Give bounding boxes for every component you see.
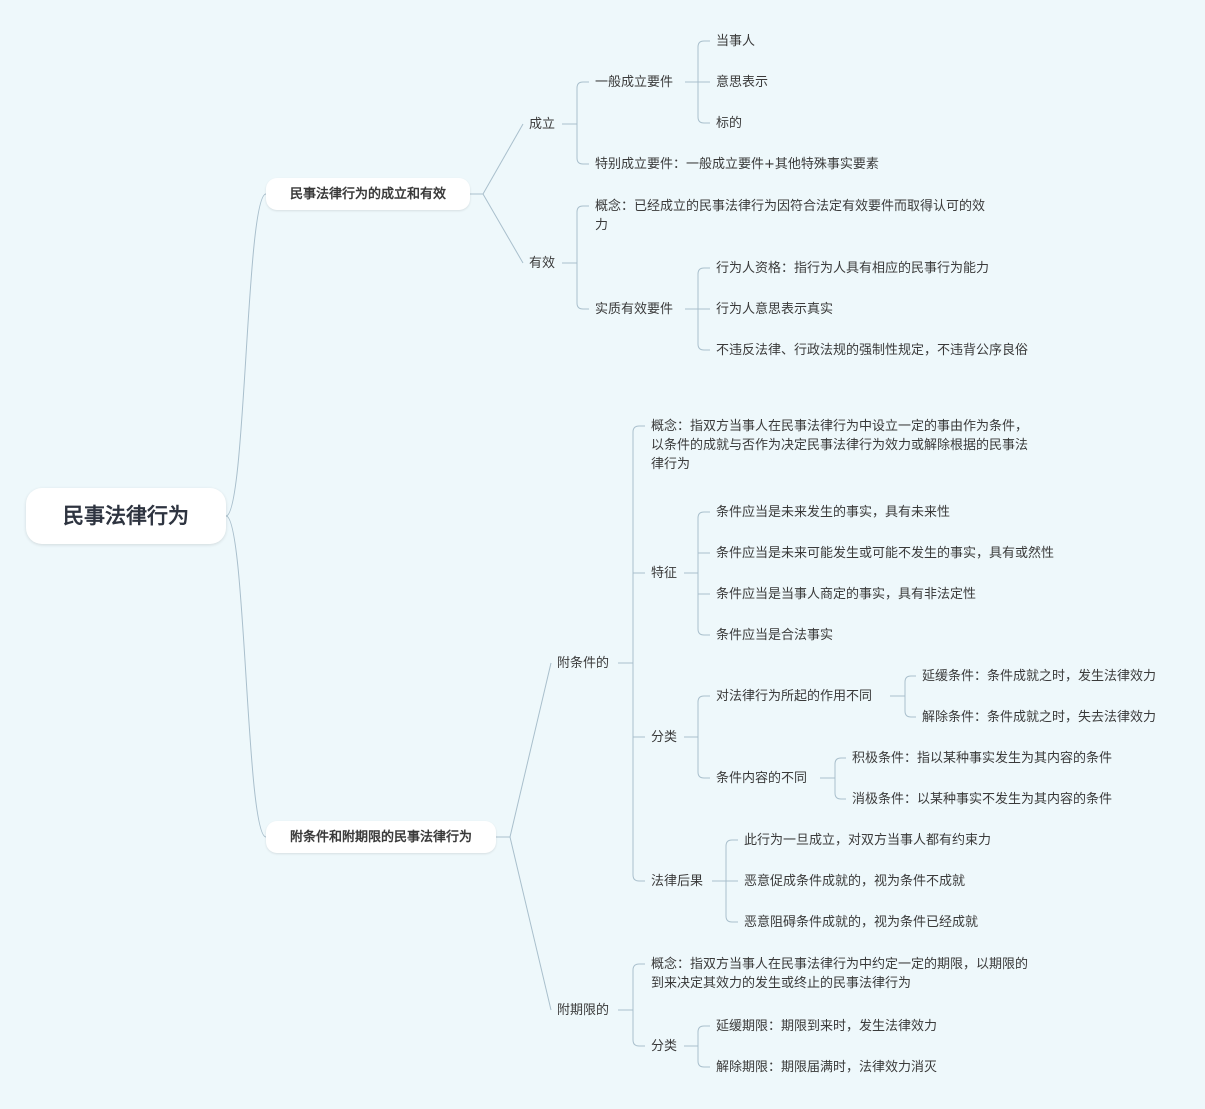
connector-17 [697,309,710,351]
leaf-special-requirements[interactable]: 特别成立要件：一般成立要件+其他特殊事实要素 [595,157,879,172]
connector-4 [482,193,524,264]
node-validity[interactable]: 有效 [529,256,556,271]
leaf-legality[interactable]: 不违反法律、行政法规的强制性规定，不违背公序良俗 [716,343,1029,358]
branch-conditional-term[interactable]: 附条件和附期限的民事法律行为 [266,821,496,853]
leaf-malicious-promote[interactable]: 恶意促成条件成就的，视为条件不成就 [744,874,966,889]
connector-34 [697,737,710,779]
leaf-party[interactable]: 当事人 [716,34,756,49]
leaf-feature-uncertain[interactable]: 条件应当是未来可能发生或可能不发生的事实，具有或然性 [716,546,1055,561]
connector-43 [725,881,738,923]
node-general-requirements[interactable]: 一般成立要件 [595,75,674,90]
leaf-true-intent[interactable]: 行为人意思表示真实 [716,302,834,317]
connector-13 [576,205,589,263]
connector-20 [509,662,552,838]
leaf-binding[interactable]: 此行为一旦成立，对双方当事人都有约束力 [744,833,992,848]
connector-6 [576,81,589,124]
leaf-feature-lawful[interactable]: 条件应当是合法事实 [716,628,834,643]
leaf-capacity[interactable]: 行为人资格：指行为人具有相应的民事行为能力 [716,261,990,276]
leaf-suspensive-term[interactable]: 延缓期限：期限到来时，发生法律效力 [716,1019,938,1034]
connector-23 [632,425,645,663]
connector-24 [632,663,645,882]
connector-28 [697,511,710,573]
leaf-feature-agreed[interactable]: 条件应当是当事人商定的事实，具有非法定性 [716,587,977,602]
connector-7 [576,124,589,165]
node-formation[interactable]: 成立 [529,117,556,132]
root-node[interactable]: 民事法律行为 [26,488,226,544]
leaf-negative-condition[interactable]: 消极条件：以某种事实不发生为其内容的条件 [852,792,1113,807]
connector-10 [697,82,710,124]
leaf-conditional-concept[interactable]: 概念：指双方当事人在民事法律行为中设立一定的事由作为条件，以条件的成就与否作为决… [651,419,1029,472]
leaf-term-concept[interactable]: 概念：指双方当事人在民事法律行为中约定一定的期限，以期限的到来决定其效力的发生或… [651,957,1029,991]
leaf-positive-condition[interactable]: 积极条件：指以某种事实发生为其内容的条件 [852,751,1113,766]
connector-46 [632,963,645,1010]
connector-33 [697,695,710,737]
connector-3 [482,123,524,195]
connector-9 [697,40,710,82]
leaf-validity-concept[interactable]: 概念：已经成立的民事法律行为因符合法定有效要件而取得认可的效力 [595,199,986,233]
node-by-effect[interactable]: 对法律行为所起的作用不同 [716,689,873,704]
connector-40 [834,778,846,800]
leaf-resolutive-term[interactable]: 解除期限：期限届满时，法律效力消灭 [716,1060,938,1075]
node-legal-consequences[interactable]: 法律后果 [651,874,704,889]
node-substantive-requirements[interactable]: 实质有效要件 [595,302,674,317]
leaf-malicious-obstruct[interactable]: 恶意阻碍条件成就的，视为条件已经成就 [744,915,979,930]
node-features[interactable]: 特征 [651,566,678,581]
connector-16 [697,267,710,309]
connector-49 [697,1025,710,1046]
branch-formation-validity[interactable]: 民事法律行为的成立和有效 [266,178,470,210]
leaf-feature-future[interactable]: 条件应当是未来发生的事实，具有未来性 [716,505,951,520]
leaf-object[interactable]: 标的 [716,116,743,131]
leaf-intent[interactable]: 意思表示 [716,75,769,90]
node-conditional[interactable]: 附条件的 [557,656,610,671]
node-term[interactable]: 附期限的 [557,1003,610,1018]
connector-47 [632,1010,645,1047]
node-by-content[interactable]: 条件内容的不同 [716,771,808,786]
leaf-resolutive-condition[interactable]: 解除条件：条件成就之时，失去法律效力 [922,710,1157,725]
connector-14 [576,263,589,310]
connector-37 [904,696,916,718]
leaf-suspensive-condition[interactable]: 延缓条件：条件成就之时，发生法律效力 [922,669,1157,684]
connector-29 [697,573,710,636]
connector-50 [697,1046,710,1068]
connector-1 [225,515,267,838]
connector-36 [904,675,916,696]
connector-21 [509,836,552,1011]
connector-42 [725,839,738,881]
node-term-classification[interactable]: 分类 [651,1039,678,1054]
connector-0 [225,193,267,517]
node-condition-classification[interactable]: 分类 [651,730,678,745]
connector-39 [834,757,846,778]
